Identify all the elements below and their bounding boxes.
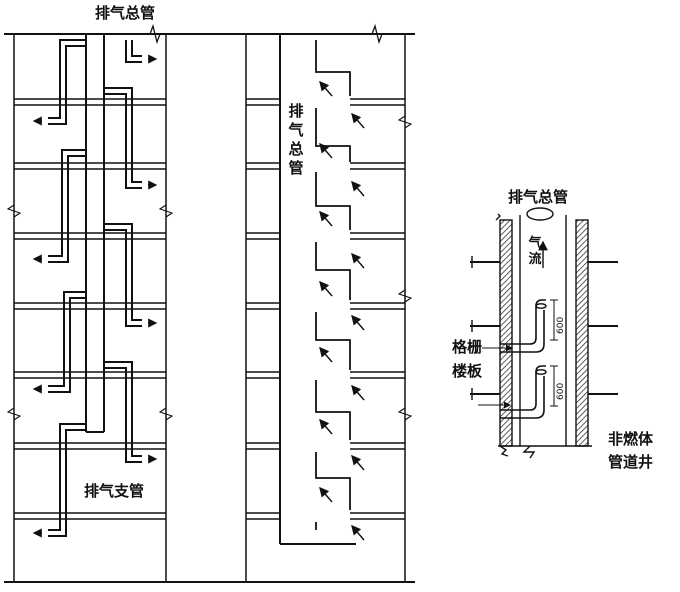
vertical-main-pipe-label: 排气总管	[288, 102, 304, 177]
dimension-upper: 600	[556, 316, 566, 334]
middle-main-shaft	[279, 34, 356, 545]
middle-floor-slabs	[246, 98, 405, 520]
pipe-shaft-label: 管道井	[608, 453, 654, 471]
left-floor-slabs	[14, 98, 166, 520]
middle-inflow-arrows	[319, 80, 365, 541]
detail-section	[470, 207, 618, 459]
left-building	[4, 23, 232, 583]
branch-pipe-label: 排气支管	[84, 482, 145, 500]
grating-label: 格栅	[452, 338, 483, 356]
left-main-riser	[85, 34, 105, 433]
middle-building	[232, 23, 415, 583]
floor-slab-label: 楼板	[452, 362, 483, 380]
middle-stepped-branches	[315, 40, 351, 530]
left-outlet-arrows	[32, 54, 158, 538]
detail-main-pipe-label: 排气总管	[508, 188, 569, 206]
airflow-label: 气流	[528, 236, 542, 267]
left-branch-pipes	[48, 39, 142, 537]
dimension-lower: 600	[556, 382, 566, 400]
shaft-material-label: 非燃体	[608, 430, 654, 448]
top-main-pipe-label: 排气总管	[95, 4, 156, 22]
